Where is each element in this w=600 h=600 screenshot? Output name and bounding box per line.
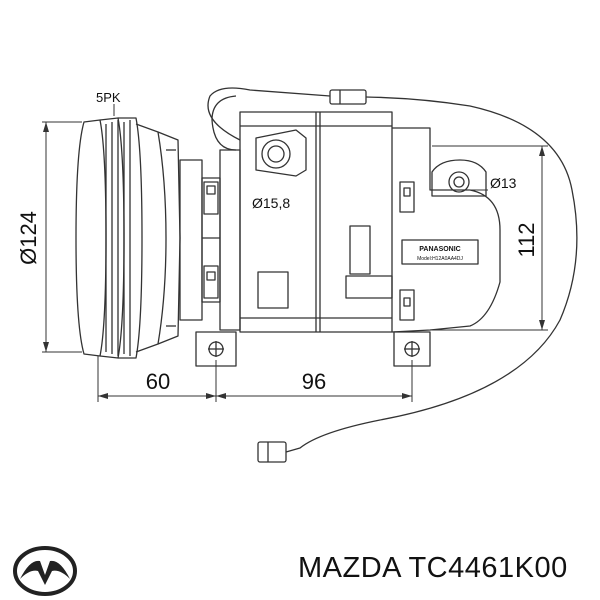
mazda-logo-icon <box>13 546 77 596</box>
rear-head <box>345 127 501 367</box>
discharge-port-label: Ø15,8 <box>252 195 290 211</box>
part-number: TC4461K00 <box>408 552 568 584</box>
height-dimension <box>432 145 548 331</box>
brand-name: MAZDA <box>298 552 401 584</box>
pulley-diameter-label: Ø124 <box>16 211 41 265</box>
pulley-diameter-dimension <box>42 121 82 353</box>
length-dimensions <box>97 356 413 402</box>
length-rear-label: 96 <box>302 369 326 394</box>
height-label: 112 <box>514 222 539 257</box>
front-housing <box>179 159 221 321</box>
pulley <box>75 117 181 359</box>
suction-port-label: Ø13 <box>490 175 517 191</box>
belt-label: 5PK <box>96 90 121 105</box>
nameplate-brand: PANASONIC <box>419 246 460 253</box>
length-front-label: 60 <box>146 369 170 394</box>
nameplate-model: Model:H12A0AA4DJ <box>417 256 463 262</box>
compressor-body <box>195 111 393 367</box>
compressor-technical-drawing: 5PK Ø124 Ø15,8 Ø13 112 60 96 PANASONIC M… <box>16 87 578 463</box>
wiring <box>207 87 578 463</box>
product-title: MAZDA TC4461K00 <box>298 552 568 585</box>
